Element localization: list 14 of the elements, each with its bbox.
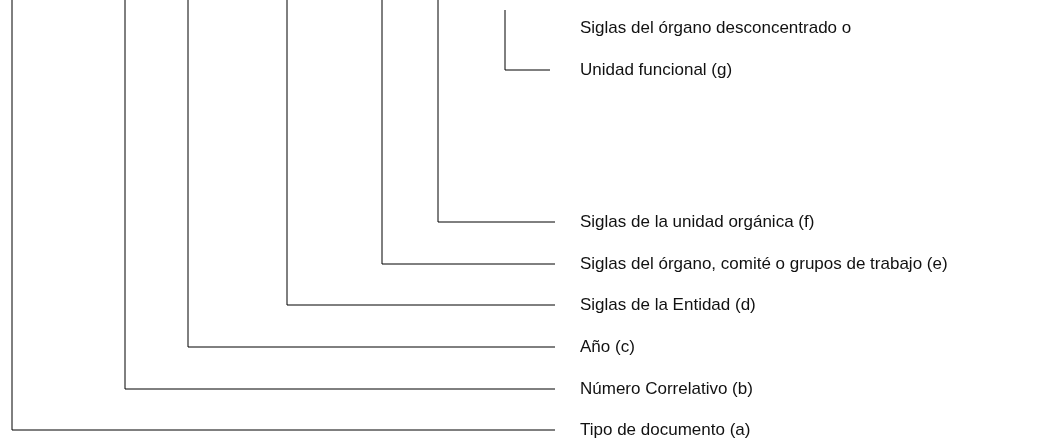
field-label: Siglas del órgano desconcentrado o Unidad funcional (g)	[550, 7, 880, 91]
field-label: Siglas de la Entidad (d)	[580, 294, 756, 316]
leader-line	[124, 0, 556, 390]
leader-line	[437, 0, 556, 223]
leader-line	[187, 0, 556, 348]
field-label: Siglas del órgano, comité o grupos de trabajo (e)	[580, 253, 948, 275]
leader-line	[11, 0, 556, 431]
field-label: Siglas de la unidad orgánica (f)	[580, 211, 815, 233]
leader-line	[504, 9, 551, 71]
field-label: Año (c)	[580, 336, 635, 358]
leader-line	[286, 0, 556, 306]
field-label: Número Correlativo (b)	[580, 378, 753, 400]
leader-line	[381, 0, 556, 265]
field-label: Tipo de documento (a)	[580, 419, 751, 440]
